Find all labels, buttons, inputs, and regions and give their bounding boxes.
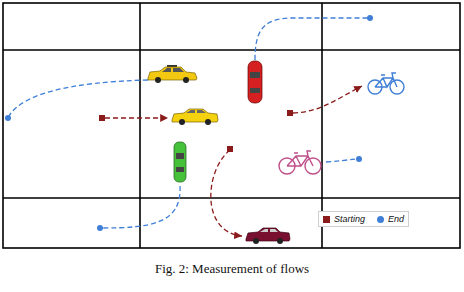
start-points xyxy=(99,110,293,152)
start-square xyxy=(227,146,233,152)
grid-line xyxy=(139,3,141,248)
legend-text: Starting xyxy=(334,214,365,224)
taxi xyxy=(148,65,197,83)
grid-line xyxy=(3,197,460,199)
grid-line xyxy=(3,49,460,51)
wheel xyxy=(155,77,161,83)
red-car xyxy=(248,61,262,103)
start-square xyxy=(99,115,105,121)
car-body xyxy=(248,61,262,103)
wheel xyxy=(277,238,283,244)
trajectory xyxy=(255,18,368,60)
trajectory xyxy=(9,80,148,116)
wheel xyxy=(179,119,185,125)
taxi-window xyxy=(162,68,184,72)
end-points xyxy=(5,15,373,231)
grid xyxy=(3,3,460,248)
trajectory xyxy=(105,117,168,118)
maroon-car xyxy=(246,228,290,244)
car-body xyxy=(174,142,186,182)
taxi-body xyxy=(148,67,197,80)
blue-bicycle xyxy=(368,73,404,94)
blue-trajectories xyxy=(9,18,368,228)
trajectory xyxy=(211,150,242,236)
bike-frame xyxy=(375,73,397,87)
figure-caption: Fig. 2: Measurement of flows xyxy=(0,261,464,277)
wheel xyxy=(205,119,211,125)
trajectory xyxy=(102,186,180,228)
pink-bicycle xyxy=(279,151,321,174)
wheel xyxy=(183,77,189,83)
car-window xyxy=(186,110,206,113)
green-car xyxy=(174,142,186,182)
trajectory xyxy=(293,86,362,113)
legend-box: Starting End xyxy=(318,211,409,227)
legend-text: End xyxy=(388,214,404,224)
car-window xyxy=(250,88,260,93)
car-window xyxy=(176,153,184,159)
end-dot xyxy=(97,225,103,231)
legend-swatch xyxy=(323,216,330,223)
car-window xyxy=(260,229,278,232)
grid-border xyxy=(3,3,460,248)
end-dot xyxy=(367,15,373,21)
car-body xyxy=(172,109,218,122)
legend-swatch xyxy=(377,216,384,223)
end-dot xyxy=(5,115,11,121)
car-body xyxy=(246,228,290,241)
wheel xyxy=(253,238,259,244)
start-square xyxy=(287,110,293,116)
trajectory xyxy=(326,159,356,162)
car-window xyxy=(250,72,260,78)
bike-frame xyxy=(287,151,313,166)
yellow-car xyxy=(172,109,218,125)
car-window xyxy=(176,167,184,172)
end-dot xyxy=(356,156,362,162)
